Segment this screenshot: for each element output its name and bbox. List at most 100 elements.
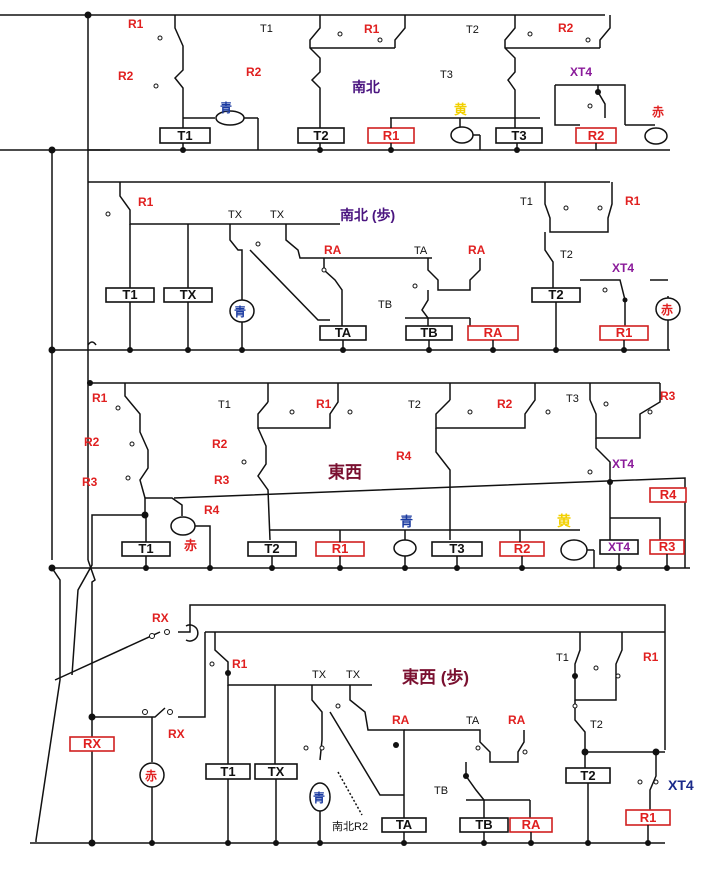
section-1-title: 南北	[352, 79, 380, 95]
relay-box-R4	[649, 487, 687, 503]
relay-box-label: TA	[396, 817, 413, 832]
relay-box-label: T2	[548, 287, 563, 302]
lamp-yellow	[560, 539, 588, 561]
label-T1: T1	[520, 196, 533, 208]
label-R1: R1	[128, 17, 144, 31]
label-XT4: XT4	[570, 65, 592, 79]
label-R2: R2	[497, 397, 513, 411]
label-RA: RA	[392, 713, 410, 727]
label-TX: TX	[312, 669, 327, 681]
lamp-label: 赤	[661, 302, 673, 317]
relay-box-label: RA	[484, 325, 503, 340]
arc-crossover	[185, 624, 199, 642]
relay-box-label: T2	[580, 768, 595, 783]
label-R1: R1	[316, 397, 332, 411]
relay-box-label: R3	[659, 539, 676, 554]
lamp-label: 赤	[652, 104, 664, 119]
relay-box-label: R2	[588, 128, 605, 143]
relay-box-T3	[495, 127, 543, 144]
lamp-label: 黄	[557, 513, 571, 529]
label-RX: RX	[168, 727, 185, 741]
label-T3: T3	[440, 69, 453, 81]
section-4-title: 東西 (歩)	[402, 667, 469, 687]
label-T1: T1	[556, 652, 569, 664]
label-TX: TX	[228, 209, 243, 221]
relay-box-label: T2	[264, 541, 279, 556]
label-RA: RA	[508, 713, 526, 727]
label-R3: R3	[82, 475, 98, 489]
relay-box-label: R4	[660, 487, 677, 502]
relay-box-label: R1	[383, 128, 400, 143]
relay-box-RX	[69, 736, 115, 752]
lamp-label: 黄	[454, 102, 467, 117]
label-T2: T2	[408, 399, 421, 411]
section-3: 東西 R1 T1 R1 T2 R2 T3 R3 R2 R2 R3 R3 R4 R…	[52, 380, 690, 676]
contact-chain	[173, 15, 184, 128]
relay-box-label: T1	[138, 541, 153, 556]
relay-box-label: TB	[420, 325, 437, 340]
label-T3: T3	[566, 393, 579, 405]
lamp-yellow	[450, 126, 474, 144]
label-TA: TA	[414, 245, 428, 257]
relay-box-label: R2	[514, 541, 531, 556]
note-label: 南北R2	[332, 820, 368, 833]
label-R4: R4	[204, 503, 220, 517]
relay-box-label: RX	[83, 736, 101, 751]
label-R3: R3	[660, 389, 676, 403]
relay-box-T1	[159, 127, 211, 144]
relay-box-label: TX	[268, 764, 285, 779]
label-TX: TX	[346, 669, 361, 681]
label-R1: R1	[364, 22, 380, 36]
lamp-blue	[393, 539, 417, 557]
relay-box-label: T1	[122, 287, 137, 302]
lamp-label: 青	[400, 514, 413, 529]
junction	[48, 146, 56, 154]
contact-chain	[309, 15, 321, 128]
label-T1: T1	[218, 399, 231, 411]
lamp-label: 赤	[184, 538, 197, 553]
relay-box-label: T3	[511, 128, 526, 143]
label-R2: R2	[558, 21, 574, 35]
relay-box-label: T3	[449, 541, 464, 556]
relay-box-label: T2	[313, 128, 328, 143]
lamp-label: 青	[220, 100, 232, 115]
label-R1: R1	[232, 657, 248, 671]
label-TX: TX	[270, 209, 285, 221]
label-XT4: XT4	[612, 457, 634, 471]
lamp-red	[655, 297, 681, 321]
label-R3: R4	[396, 449, 412, 463]
relay-box-label: TA	[335, 325, 352, 340]
label-RA: RA	[324, 243, 342, 257]
label-R2: R2	[212, 437, 228, 451]
relay-box-label: T1	[220, 764, 235, 779]
relay-box-label: R1	[616, 325, 633, 340]
lamp-label: 青	[234, 304, 246, 319]
section-2-title: 南北 (歩)	[340, 207, 395, 223]
label-T2: T2	[560, 249, 573, 261]
relay-box-label: T1	[177, 128, 192, 143]
label-R1: R1	[138, 195, 154, 209]
label-TB: TB	[434, 785, 448, 797]
section-4: 東西 (歩) RX RX R1 TX TX RA TA RA TB T1 R1 …	[30, 559, 694, 847]
label-R2: R2	[84, 435, 100, 449]
label-TB: TB	[378, 299, 392, 311]
label-RA: RA	[468, 243, 486, 257]
section-3-title: 東西	[328, 462, 362, 482]
label-T2: T2	[466, 24, 479, 36]
label-R2: R2	[118, 69, 134, 83]
relay-box-label: RA	[522, 817, 541, 832]
relay-box-label: R1	[640, 810, 657, 825]
relay-box-label: TB	[475, 817, 492, 832]
contact-chain	[504, 15, 516, 128]
label-RX: RX	[152, 611, 169, 625]
label-R1: R1	[92, 391, 108, 405]
label-R2: R2	[246, 65, 262, 79]
label-XT4: XT4	[612, 261, 634, 275]
relay-box-label: R1	[332, 541, 349, 556]
label-R1: R1	[643, 650, 659, 664]
junction	[84, 11, 92, 19]
relay-box-T2	[297, 127, 345, 144]
label-T1: T1	[260, 23, 273, 35]
